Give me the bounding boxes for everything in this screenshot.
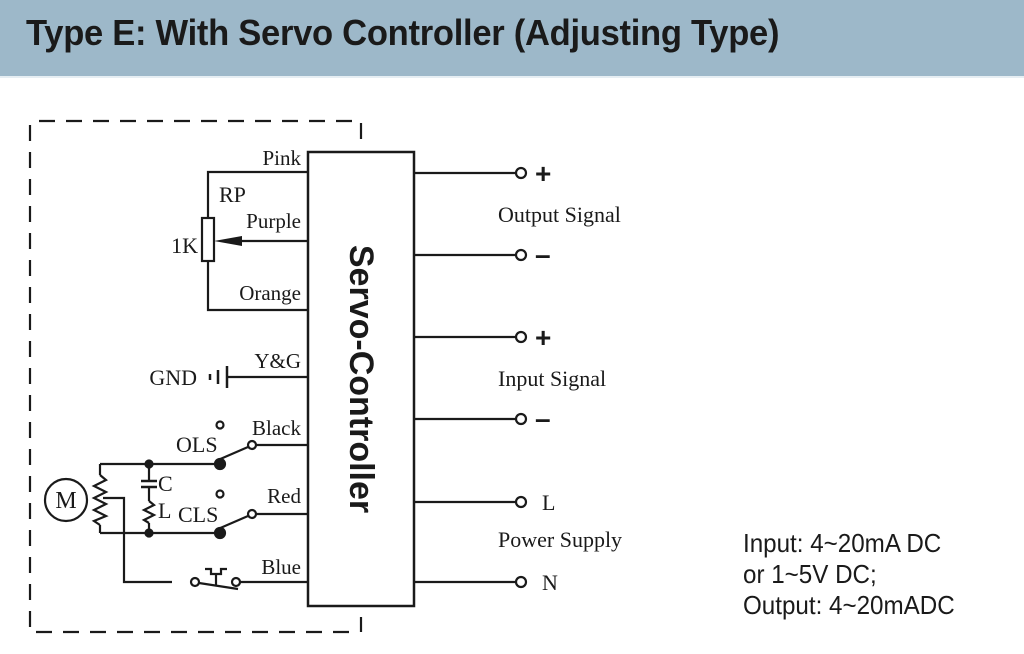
output-plus-sign: + (535, 158, 551, 189)
terminal-output-plus[interactable] (514, 166, 528, 180)
ols-switch (100, 420, 308, 471)
potentiometer-name: RP (219, 182, 246, 207)
cls-switch (100, 489, 308, 540)
wire-label-red: Red (267, 484, 301, 508)
output-signal-terminals (414, 166, 528, 262)
output-signal-label: Output Signal (498, 202, 621, 227)
motor-winding (43, 464, 172, 584)
input-signal-terminals (414, 330, 528, 426)
wire-label-yg: Y&G (254, 349, 301, 373)
signal-spec-note: Input: 4~20mA DC or 1~5V DC; Output: 4~2… (743, 528, 955, 621)
note-line: or 1~5V DC; (743, 559, 877, 589)
note-line: Input: 4~20mA DC (743, 528, 942, 558)
cls-label: CLS (178, 502, 218, 527)
wire-label-orange: Orange (239, 281, 301, 305)
power-supply-label: Power Supply (498, 527, 622, 552)
terminal-neutral-label: N (542, 570, 558, 595)
input-plus-sign: + (535, 322, 551, 353)
terminal-input-minus[interactable] (514, 412, 528, 426)
controller-label: Servo-Controller (342, 245, 380, 513)
wire-label-blue: Blue (261, 555, 301, 579)
actuator-enclosure (28, 119, 363, 634)
page-title: Type E: With Servo Controller (Adjusting… (26, 12, 780, 53)
potentiometer-circuit (200, 170, 308, 312)
ground-label: GND (149, 365, 197, 390)
servo-controller-box (306, 150, 416, 608)
note-line: Output: 4~20mADC (743, 590, 955, 620)
input-minus-sign: – (535, 403, 551, 434)
wire-label-pink: Pink (262, 146, 301, 170)
header-bar: Type E: With Servo Controller (Adjusting… (0, 0, 1024, 76)
header-divider (0, 76, 1024, 78)
terminal-live-label: L (542, 490, 555, 515)
wire-label-purple: Purple (246, 209, 301, 233)
power-supply-terminals (414, 495, 528, 589)
capacitor-inductor-branch (141, 459, 157, 538)
inductor-label: L (158, 498, 171, 523)
potentiometer-value: 1K (171, 233, 198, 258)
terminal-output-minus[interactable] (514, 248, 528, 262)
potentiometer-rp (200, 216, 216, 263)
wire-label-black: Black (252, 416, 301, 440)
terminal-input-plus[interactable] (514, 330, 528, 344)
capacitor-label: C (158, 471, 173, 496)
motor-symbol (43, 477, 89, 523)
ols-label: OLS (176, 432, 218, 457)
input-signal-label: Input Signal (498, 366, 606, 391)
motor-label: M (55, 488, 76, 514)
wiper-arrow-icon (214, 236, 242, 246)
output-minus-sign: – (535, 239, 551, 270)
terminal-live[interactable] (514, 495, 528, 509)
terminal-neutral[interactable] (514, 575, 528, 589)
ground-circuit (208, 366, 308, 388)
blue-switch (189, 567, 308, 591)
